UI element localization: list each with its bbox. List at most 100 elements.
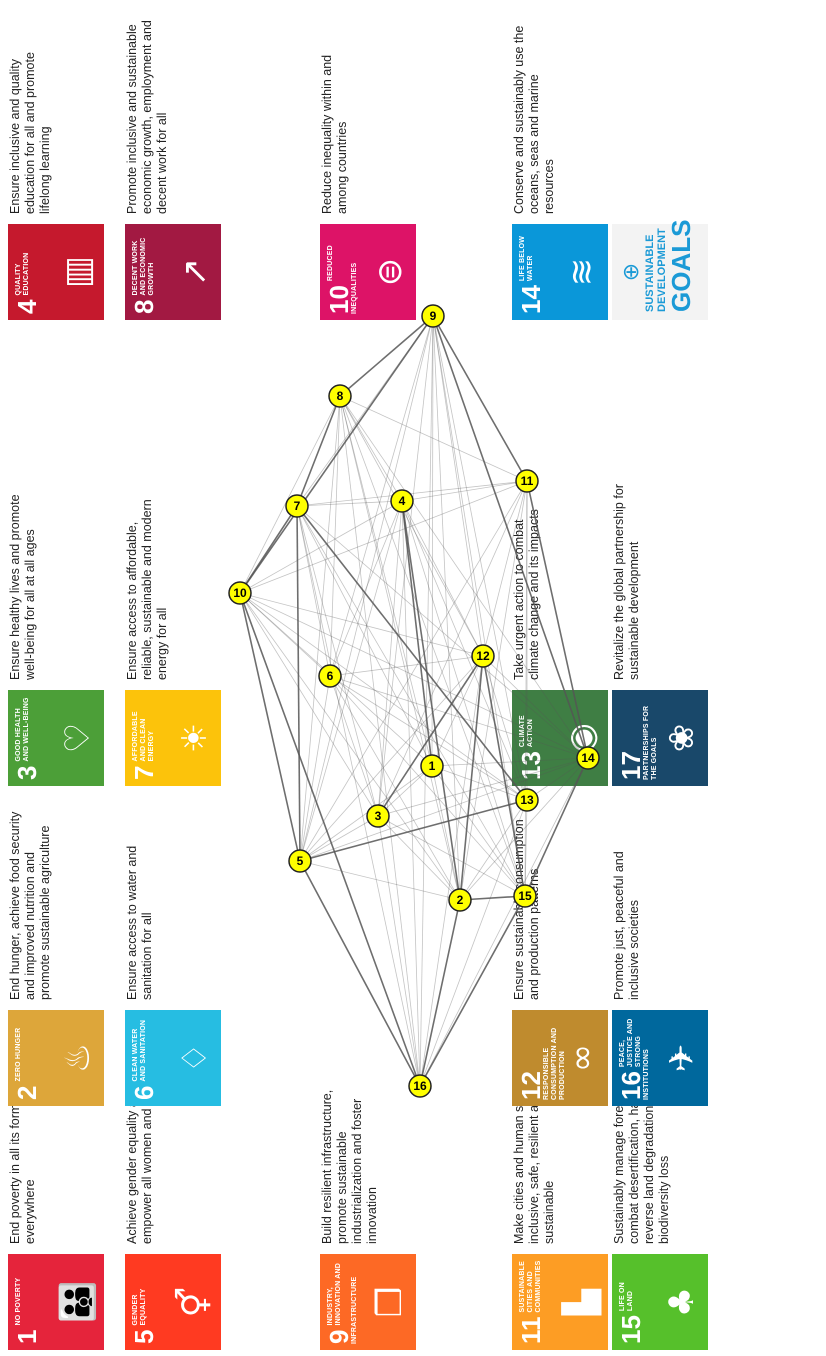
node-circle	[448, 888, 472, 912]
edge-8-15	[339, 395, 526, 897]
node-circle	[421, 304, 445, 328]
edge-6-15	[329, 675, 526, 897]
node-label: 9	[430, 309, 437, 323]
edge-10-16	[239, 592, 421, 1087]
node-label: 10	[233, 586, 247, 600]
edge-9-12	[432, 315, 484, 657]
edge-4-13	[401, 500, 528, 801]
edge-4-6	[329, 500, 403, 677]
node-15: 15	[513, 884, 537, 908]
edge-1-5	[299, 765, 433, 862]
node-label: 11	[521, 474, 534, 488]
edge-8-12	[339, 395, 484, 657]
edge-7-8	[296, 395, 341, 507]
edge-1-2	[431, 765, 461, 901]
edge-13-16	[419, 799, 528, 1087]
node-7: 7	[285, 494, 309, 518]
edge-12-13	[482, 655, 528, 801]
edge-8-14	[339, 395, 589, 759]
edge-5-9	[299, 315, 434, 862]
edge-4-15	[401, 500, 526, 897]
edge-6-7	[296, 505, 331, 677]
edge-10-13	[239, 592, 528, 801]
edge-7-14	[296, 505, 589, 759]
node-8: 8	[328, 384, 352, 408]
edge-3-10	[239, 592, 379, 817]
edge-6-14	[329, 675, 589, 759]
node-label: 16	[413, 1079, 427, 1093]
edge-2-14	[459, 757, 589, 901]
edge-10-12	[239, 592, 484, 657]
node-label: 2	[457, 893, 464, 907]
edge-15-16	[419, 895, 526, 1087]
edge-8-11	[339, 395, 528, 482]
edge-12-16	[419, 655, 484, 1087]
edge-1-8	[339, 395, 433, 767]
edge-1-9	[431, 315, 434, 767]
edges	[239, 315, 589, 1087]
node-circle	[228, 581, 252, 605]
edge-9-13	[432, 315, 528, 801]
edge-2-8	[339, 395, 461, 901]
edge-5-12	[299, 655, 484, 862]
node-1: 1	[420, 754, 444, 778]
node-circle	[408, 1074, 432, 1098]
edge-9-10	[239, 315, 434, 594]
edge-5-7	[296, 505, 301, 862]
edge-1-13	[431, 765, 528, 801]
edge-9-14	[432, 315, 589, 759]
edge-4-8	[339, 395, 403, 502]
edge-2-5	[299, 860, 461, 901]
edge-3-4	[377, 500, 403, 817]
edge-3-6	[329, 675, 379, 817]
node-9: 9	[421, 304, 445, 328]
node-label: 6	[327, 669, 334, 683]
edge-6-10	[239, 592, 331, 677]
node-label: 15	[518, 889, 532, 903]
edge-8-9	[339, 315, 434, 397]
node-label: 12	[476, 649, 490, 663]
edge-3-16	[377, 815, 421, 1087]
edge-2-16	[419, 899, 461, 1087]
node-16: 16	[408, 1074, 432, 1098]
edge-3-11	[377, 480, 528, 817]
node-label: 13	[520, 793, 534, 807]
node-5: 5	[288, 849, 312, 873]
edge-4-5	[299, 500, 403, 862]
edge-9-11	[432, 315, 528, 482]
edge-6-8	[329, 395, 341, 677]
edge-5-16	[299, 860, 421, 1087]
edge-3-7	[296, 505, 379, 817]
edge-11-12	[482, 480, 528, 657]
node-circle	[285, 494, 309, 518]
edge-1-4	[401, 500, 433, 767]
node-circle	[366, 804, 390, 828]
node-circle	[471, 644, 495, 668]
node-label: 1	[429, 759, 436, 773]
edge-5-10	[239, 592, 301, 862]
node-circle	[515, 469, 539, 493]
edge-6-12	[329, 655, 484, 677]
node-label: 5	[297, 854, 304, 868]
node-6: 6	[318, 664, 342, 688]
node-label: 14	[581, 751, 595, 765]
node-3: 3	[366, 804, 390, 828]
edge-4-16	[401, 500, 421, 1087]
node-label: 8	[337, 389, 344, 403]
edge-9-16	[419, 315, 434, 1087]
edge-12-14	[482, 655, 589, 759]
edge-4-12	[401, 500, 484, 657]
node-label: 4	[399, 494, 406, 508]
edge-10-14	[239, 592, 589, 759]
edge-2-12	[459, 655, 484, 901]
node-circle	[576, 746, 600, 770]
node-label: 7	[294, 499, 301, 513]
node-label: 3	[375, 809, 382, 823]
edge-13-14	[526, 757, 589, 801]
edge-2-13	[459, 799, 528, 901]
node-2: 2	[448, 888, 472, 912]
edge-3-14	[377, 757, 589, 817]
